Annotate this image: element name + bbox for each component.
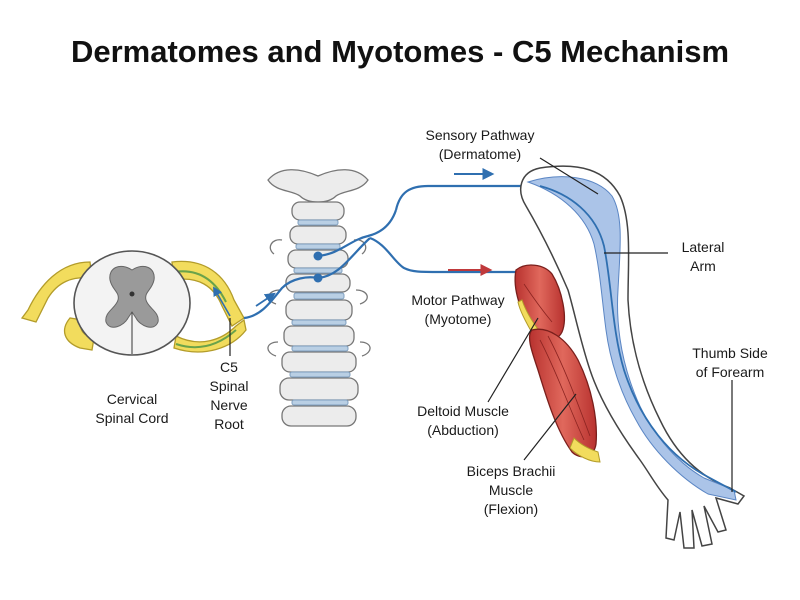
arm [520,165,746,549]
label-pointers [229,157,733,492]
label-thumb-side-forearm: Thumb Side of Forearm [692,345,768,380]
spinal-cord-cross-section [20,250,247,356]
right-nerve-root-lower [173,318,247,353]
vertebra-5 [285,299,353,321]
left-nerve-root [20,261,93,323]
biceps-tendon [569,437,601,463]
vertebra-6 [283,325,355,347]
vertebral-column [267,169,371,427]
vertebra-1 [291,201,345,221]
muscles [514,264,601,463]
c5-dot-lower [313,273,323,283]
c5-dot-upper [313,251,323,261]
dermatome-nerve-line [539,185,737,493]
motor-pathway-line [369,236,520,274]
label-cervical-spinal-cord: Cervical Spinal Cord [95,391,169,426]
atlas-vertebra [267,169,369,203]
sensory-label-pointer [539,157,599,195]
root-arrow [255,292,276,307]
nerve-root-inner [173,270,237,349]
label-c5-spinal-nerve-root: C5 Spinal Nerve Root [209,359,249,432]
vertebra-2 [289,225,347,245]
central-canal [129,291,135,297]
label-motor-pathway: Motor Pathway (Myotome) [411,292,505,327]
arm-outline [520,165,746,549]
c5-nerve-upper [317,209,398,258]
label-sensory-pathway: Sensory Pathway (Dermatome) [425,127,535,162]
deltoid-pointer [487,317,539,403]
label-biceps-brachii: Biceps Brachii Muscle (Flexion) [466,463,556,517]
c5-pointer-arrow [213,286,231,317]
label-deltoid-muscle: Deltoid Muscle (Abduction) [417,403,509,438]
page-title: Dermatomes and Myotomes - C5 Mechanism [70,34,730,69]
vertebra-8 [279,377,359,401]
c5-nerve-lower [317,237,371,280]
vertebra-7 [281,351,357,373]
label-lateral-arm: Lateral Arm [681,239,725,274]
nerve-root-to-spine [243,276,319,320]
biceps-pointer [523,393,577,461]
vertebra-9 [281,405,357,427]
